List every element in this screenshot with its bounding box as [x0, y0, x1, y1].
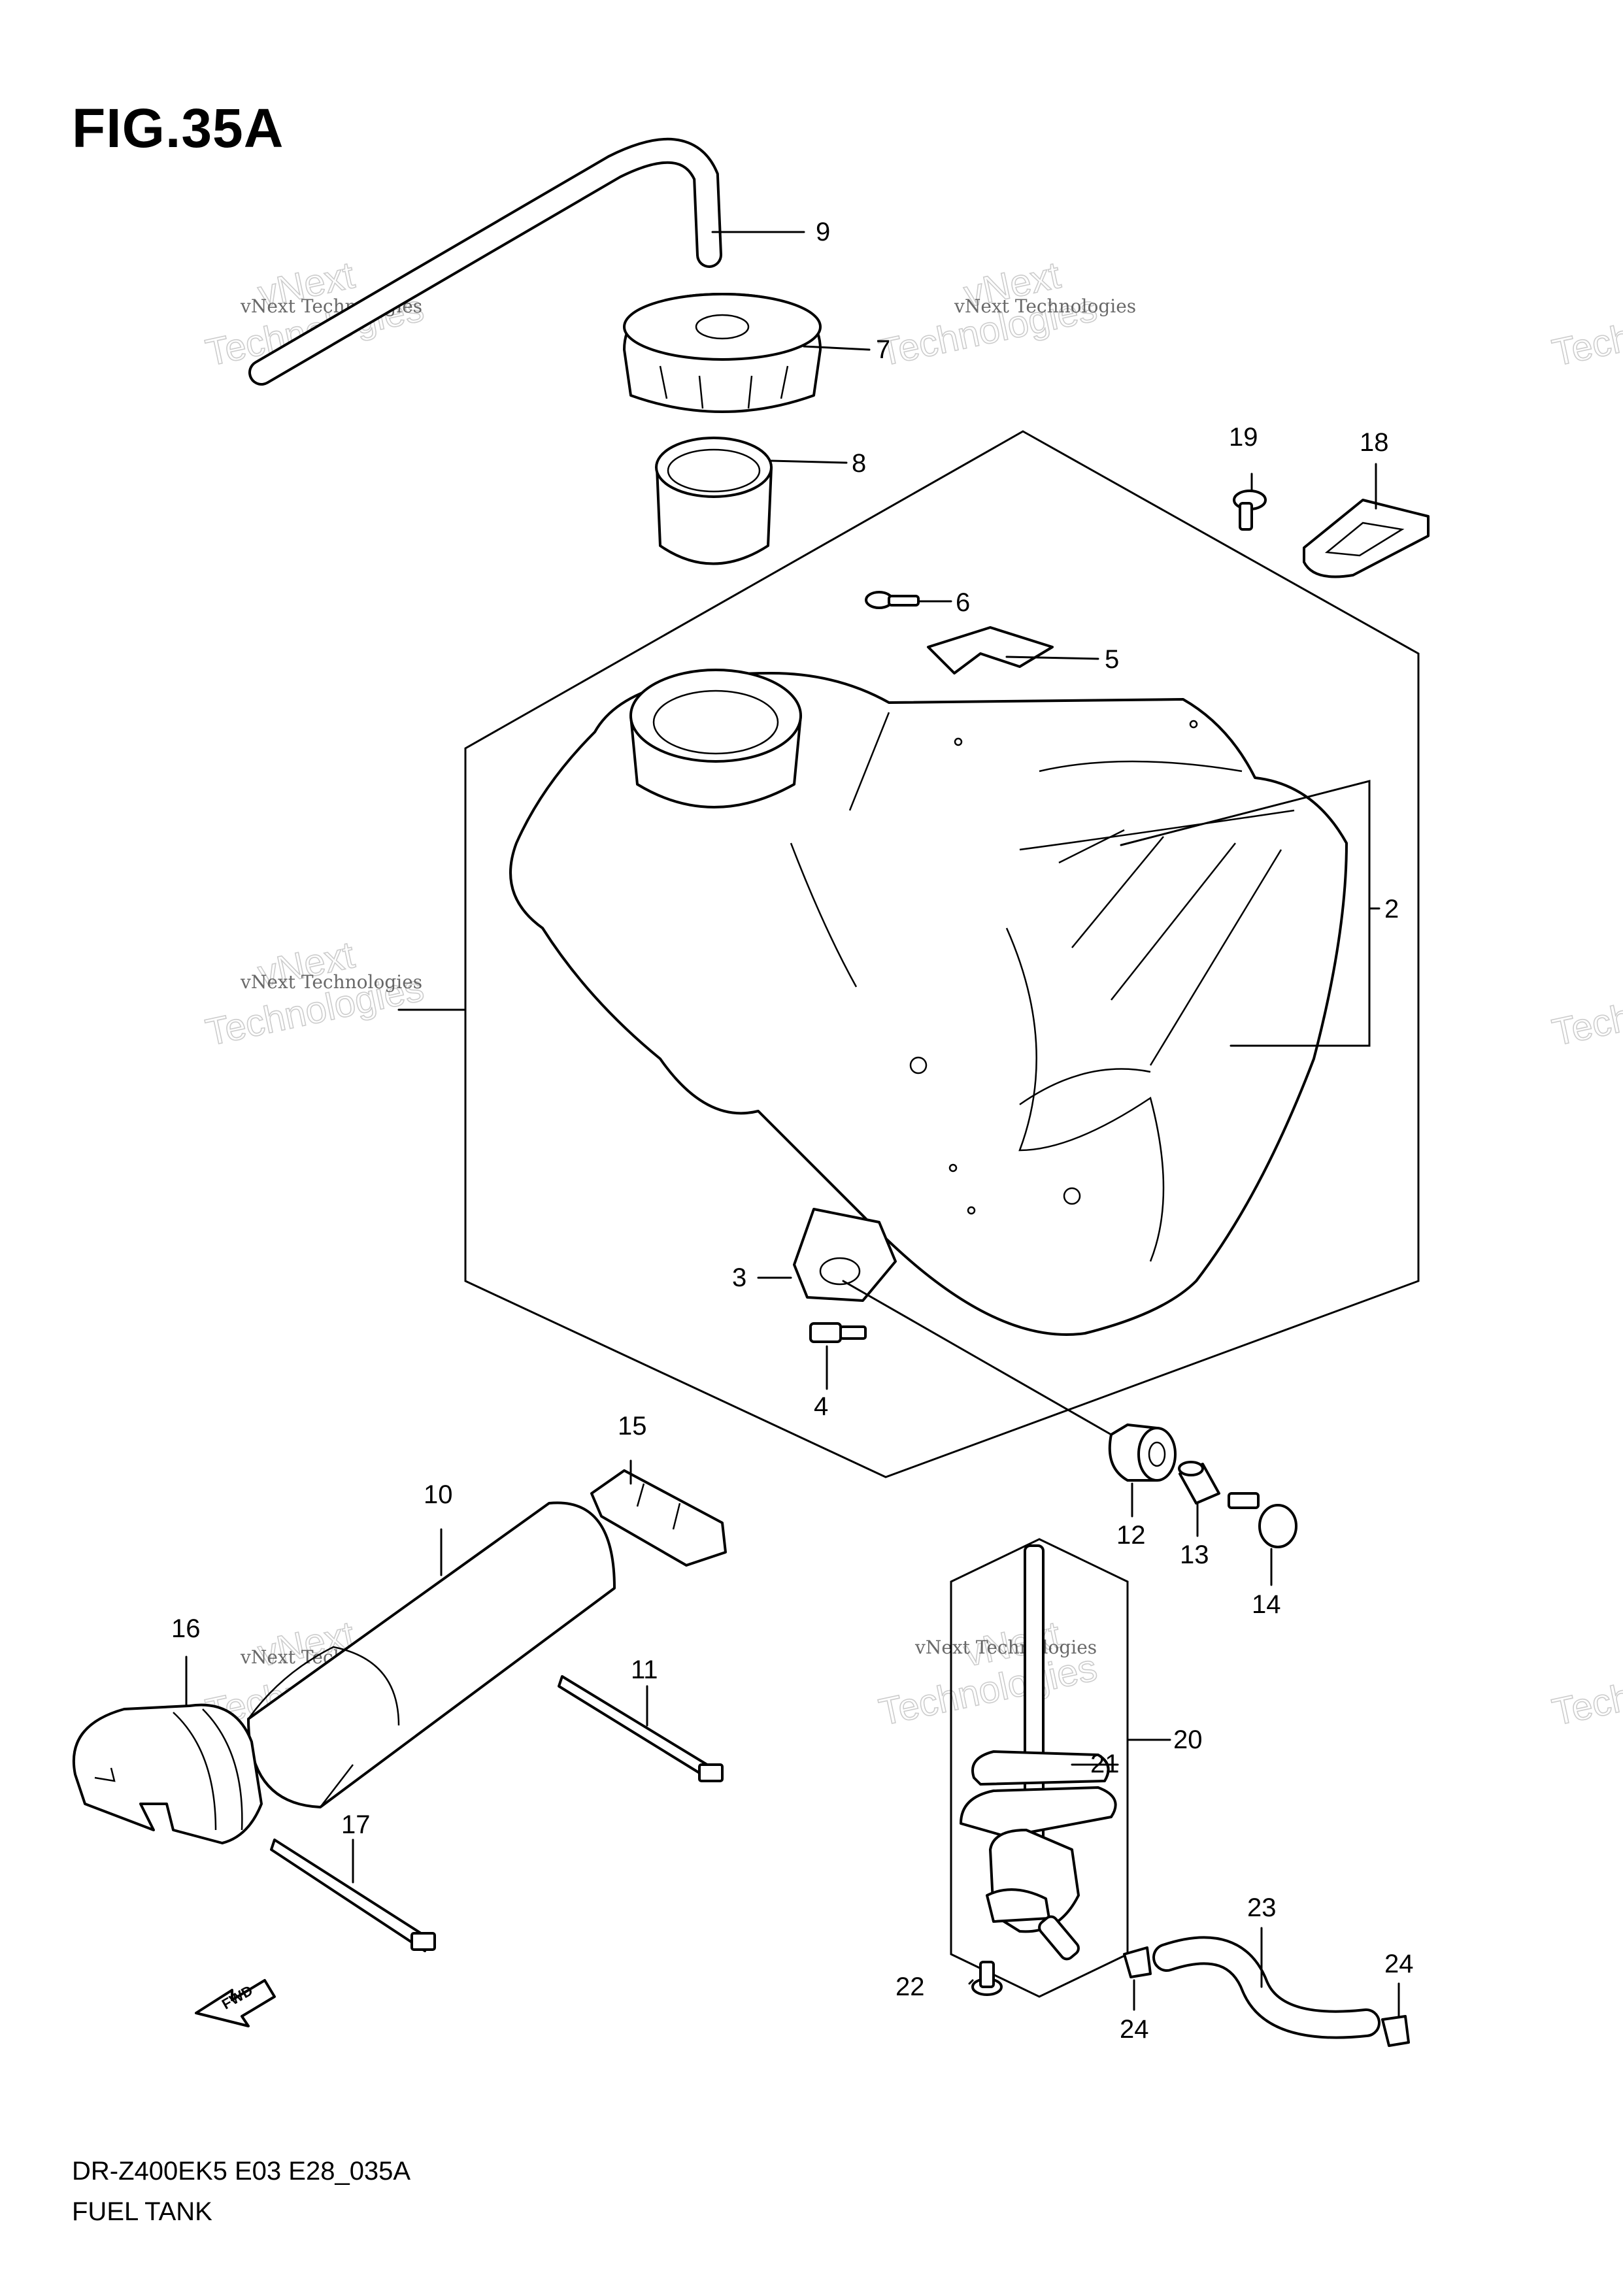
- hose-clamp-24a: [1123, 1946, 1152, 1978]
- callout-4: 4: [814, 1392, 828, 1421]
- fuel-cock-20: [960, 1544, 1117, 1961]
- callout-6: 6: [956, 588, 970, 617]
- callout-17: 17: [341, 1810, 371, 1839]
- watermark-mid-left: Technologies vNext vNext Technologies: [201, 933, 427, 1055]
- callout-24b: 24: [1384, 1950, 1414, 1978]
- callout-22: 22: [895, 1972, 925, 2001]
- callout-15: 15: [618, 1412, 647, 1440]
- collar-13: [1178, 1461, 1220, 1505]
- callout-8: 8: [852, 449, 866, 478]
- clip-15: [590, 1469, 727, 1567]
- callout-20: 20: [1173, 1725, 1203, 1754]
- figure-name: FUEL TANK: [72, 2197, 212, 2226]
- watermark-top-center: Technologies vNext vNext Technologies: [875, 254, 1136, 375]
- watermark-right-edge: Technologies Technologies Technologies: [1548, 286, 1623, 1735]
- callout-7: 7: [876, 335, 890, 364]
- breather-hose-9: [248, 137, 722, 386]
- bolt-4: [809, 1322, 867, 1343]
- fwd-arrow: FWD: [195, 1979, 276, 2027]
- callout-12: 12: [1116, 1521, 1146, 1550]
- hose-clamp-24b: [1381, 2015, 1410, 2047]
- callout-13: 13: [1180, 1540, 1209, 1569]
- watermark-big-text: Technologies: [1548, 287, 1623, 374]
- callout-19: 19: [1229, 423, 1258, 452]
- callout-18: 18: [1360, 428, 1389, 457]
- cap-gasket-8: [655, 437, 773, 565]
- watermark-big-text: Technologies: [1548, 1646, 1623, 1734]
- tie-band-11: [558, 1675, 724, 1782]
- protector-16: [72, 1703, 263, 1844]
- callout-16: 16: [171, 1614, 201, 1643]
- watermark-big-text: Technologies: [1548, 967, 1623, 1054]
- fuel-tank-1: [509, 669, 1348, 1336]
- callout-23: 23: [1247, 1893, 1277, 1922]
- callout-24a: 24: [1120, 2015, 1149, 2044]
- callout-11: 11: [631, 1655, 658, 1684]
- model-code: DR-Z400EK5 E03 E28_035A: [72, 2157, 411, 2186]
- callout-10: 10: [424, 1480, 453, 1509]
- watermark-small-text: vNext Technologies: [954, 295, 1136, 317]
- tank-assembly-outline: [464, 430, 1420, 1478]
- fuel-hose-23: [1152, 1936, 1380, 2039]
- screw-22: [971, 1961, 1003, 1996]
- callout-5: 5: [1105, 645, 1119, 674]
- watermark-low-center: Technologies vNext vNext Technologies: [875, 1613, 1101, 1735]
- bolt-6: [865, 591, 920, 609]
- screw-19: [1233, 490, 1267, 531]
- bolt-14: [1228, 1492, 1297, 1548]
- leader-lines: [185, 231, 1400, 2018]
- bracket-5: [927, 626, 1054, 674]
- fuel-cap-7: [623, 293, 822, 413]
- tie-band-17: [270, 1838, 436, 1952]
- callout-labels: 9 7 8 19 18 6 5 2 3 4 12 13 14 15 10 11 …: [171, 218, 1414, 2044]
- leader-bracket-to-cushion: [842, 1280, 1113, 1436]
- watermark-small-text: vNext Technologies: [240, 971, 422, 993]
- fuel-cock-outline: [950, 1538, 1129, 1998]
- callout-14: 14: [1252, 1590, 1281, 1619]
- cushion-12: [1108, 1423, 1177, 1482]
- figure-title: FIG.35A: [72, 97, 284, 159]
- callout-9: 9: [816, 218, 830, 246]
- strap-18: [1303, 499, 1430, 578]
- callout-21: 21: [1090, 1750, 1120, 1778]
- callout-2: 2: [1384, 895, 1399, 923]
- callout-3: 3: [732, 1263, 746, 1292]
- mount-bracket-3: [793, 1208, 897, 1302]
- watermark-small-text: vNext Technologies: [914, 1637, 1097, 1658]
